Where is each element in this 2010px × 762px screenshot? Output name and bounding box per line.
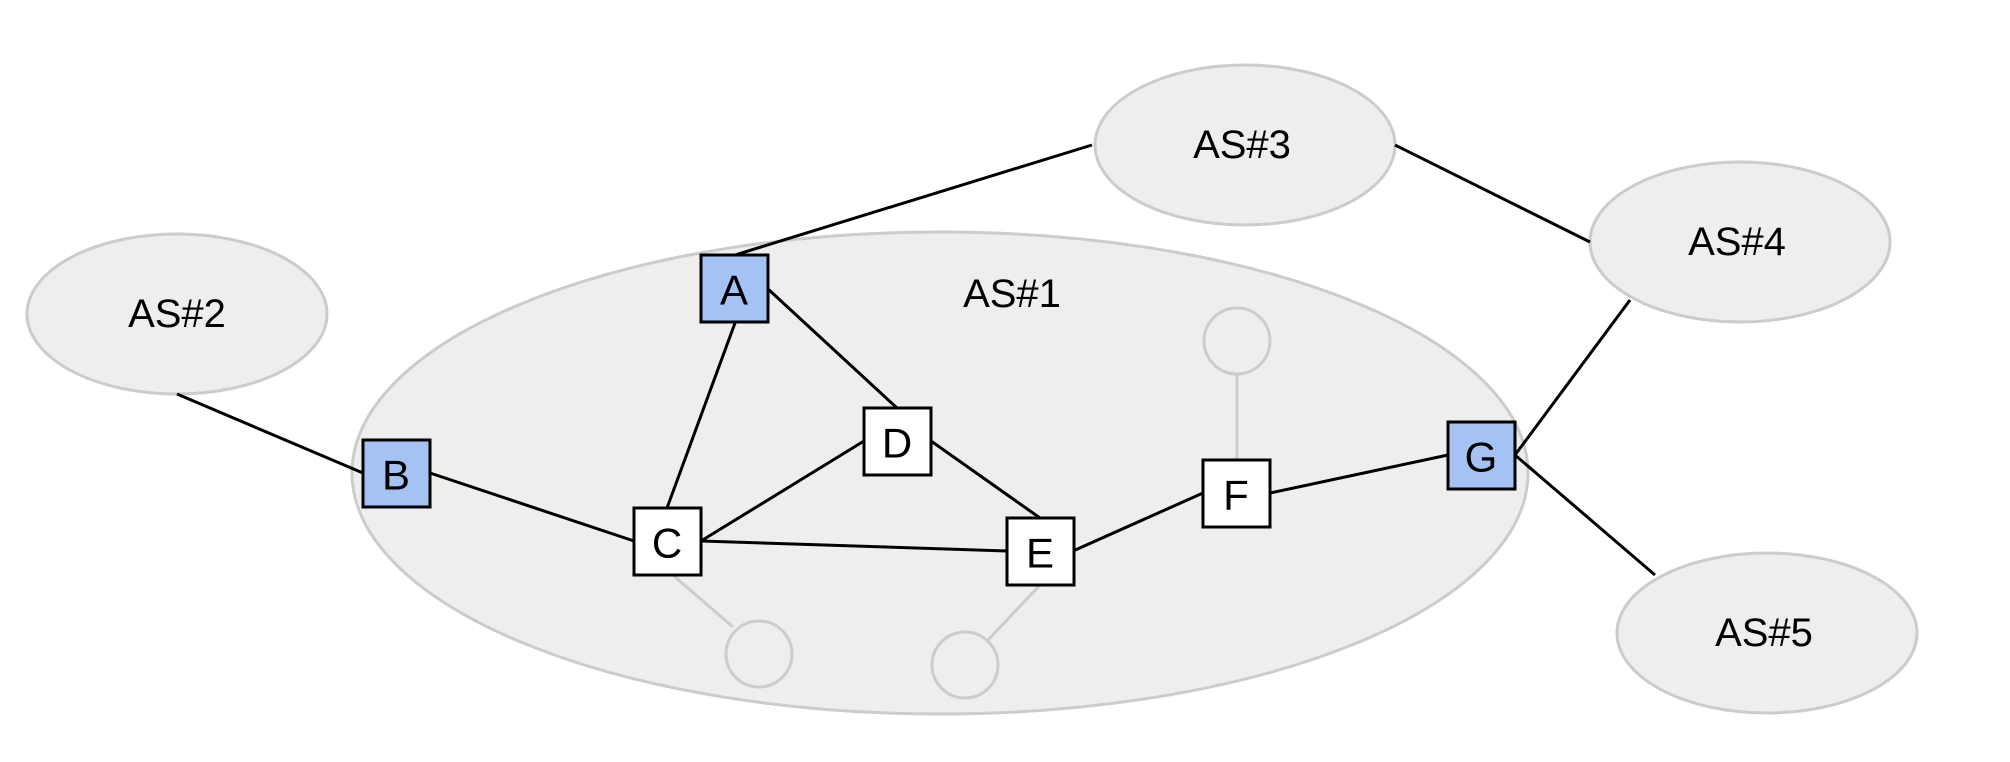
router-f: F xyxy=(1201,458,1272,529)
router-g-label: G xyxy=(1465,434,1498,481)
link-a-d xyxy=(766,287,899,410)
as3-label: AS#3 xyxy=(1193,123,1291,167)
router-c: C xyxy=(632,506,703,577)
link-c-e xyxy=(700,539,1008,553)
router-e-label: E xyxy=(1026,530,1054,577)
as1-label: AS#1 xyxy=(963,272,1061,316)
as4-label: AS#4 xyxy=(1688,220,1786,264)
link-a-as3 xyxy=(734,143,1093,257)
router-g: G xyxy=(1446,420,1517,491)
router-a: A xyxy=(699,253,770,324)
host-f xyxy=(1202,306,1272,376)
link-c-d xyxy=(700,439,865,543)
as2-label: AS#2 xyxy=(128,292,226,336)
host-e xyxy=(930,630,1000,700)
host-link-c xyxy=(666,568,734,629)
router-d-label: D xyxy=(882,420,912,467)
link-g-as5 xyxy=(1514,453,1656,577)
link-e-f xyxy=(1072,491,1204,553)
router-c-label: C xyxy=(652,520,682,567)
link-as2-b xyxy=(176,392,364,475)
link-as3-as4 xyxy=(1394,143,1591,244)
host-link-e xyxy=(986,583,1042,642)
host-c xyxy=(724,619,794,689)
link-f-g xyxy=(1269,453,1449,495)
as5-ellipse xyxy=(1615,551,1919,715)
router-b-label: B xyxy=(382,452,410,499)
link-b-c xyxy=(429,471,635,543)
link-d-e xyxy=(930,439,1041,520)
link-a-c xyxy=(665,322,737,509)
router-d: D xyxy=(862,406,933,477)
router-b: B xyxy=(361,438,432,509)
router-a-label: A xyxy=(720,267,748,314)
as5-label: AS#5 xyxy=(1715,611,1813,655)
router-e: E xyxy=(1005,516,1076,587)
link-g-as4 xyxy=(1513,299,1632,456)
router-f-label: F xyxy=(1223,472,1249,519)
